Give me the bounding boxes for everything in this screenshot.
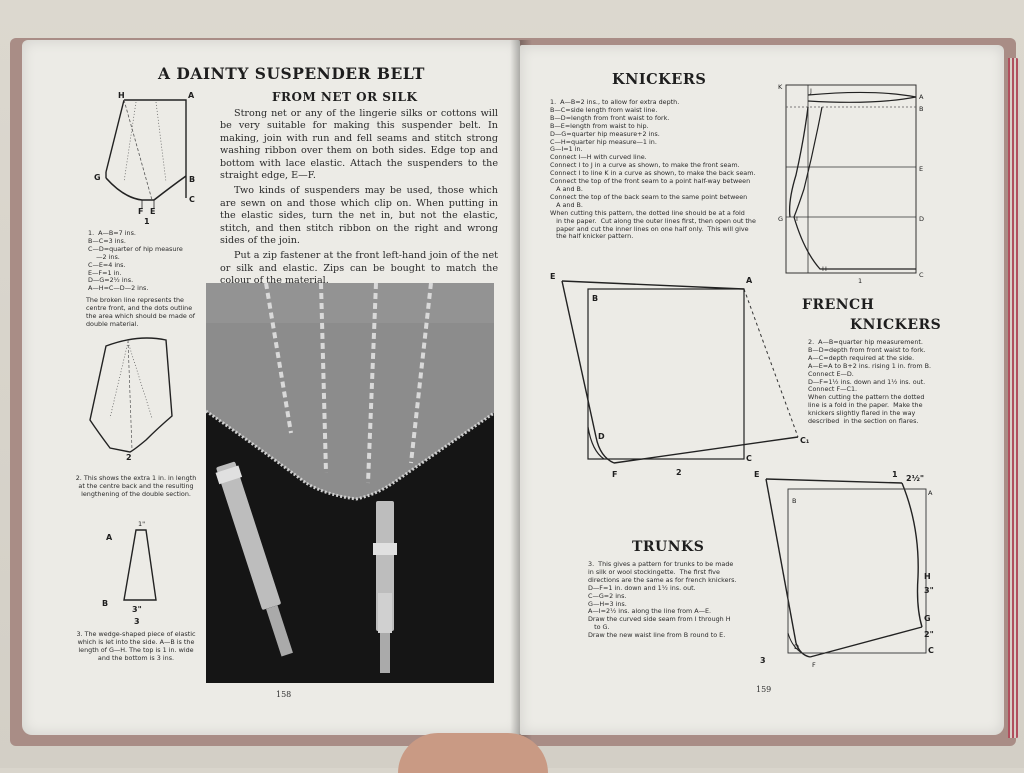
label-c1: C₁ <box>800 436 810 445</box>
label-a: A <box>106 533 113 542</box>
french-knickers-diagram-2: E A B D F C C₁ 2 <box>550 272 810 479</box>
body-text: Strong net or any of the lingerie silks … <box>220 108 498 291</box>
label-k: K <box>778 83 783 91</box>
diagram-number: 1 <box>858 277 862 285</box>
label-b: B <box>592 294 598 303</box>
label-f: F <box>612 470 617 479</box>
diagram-1-note: The broken line represents the centre fr… <box>86 296 195 328</box>
label-d: D <box>919 215 924 223</box>
diagram-number: 3 <box>760 656 766 665</box>
label-d: D <box>598 432 605 441</box>
right-page: KNICKERS 1. A—B=2 ins., to allow for ext… <box>520 45 1004 735</box>
suspender-belt-diagram-1: H A G B C F E 1 <box>94 91 195 226</box>
diagram-1-instructions: 1. A—B=7 ins. B—C=3 ins. C—D=quarter of … <box>88 229 183 293</box>
label-dimension-2: 2" <box>924 630 934 639</box>
paragraph: Strong net or any of the lingerie silks … <box>220 108 498 182</box>
label-a: A <box>746 276 753 285</box>
french-knickers-instructions: 2. A—B=quarter hip measurement. B—D=dept… <box>808 338 932 426</box>
label-b: B <box>102 599 108 608</box>
page-number: 158 <box>276 690 292 699</box>
label-h: H <box>924 572 931 581</box>
diagram-2-caption: 2. This shows the extra 1 in. in length … <box>75 474 197 498</box>
label-a: A <box>919 93 924 101</box>
label-c: C <box>919 271 924 279</box>
paragraph: Two kinds of suspenders may be used, tho… <box>220 185 498 247</box>
label-f: F <box>812 661 816 669</box>
label-top-width: 1" <box>138 520 145 528</box>
label-b: B <box>189 175 195 184</box>
trunks-title: TRUNKS <box>632 539 705 555</box>
label-d: D <box>794 643 799 651</box>
label-h: H <box>118 91 125 100</box>
label-1: 1 <box>892 470 898 479</box>
thumb <box>398 733 548 773</box>
label-b: B <box>792 497 796 505</box>
label-c: C <box>189 195 195 204</box>
knickers-diagram-1: K J A B E G I D H C 1 <box>778 83 924 285</box>
knickers-instructions: 1. A—B=2 ins., to allow for extra depth.… <box>550 98 756 241</box>
label-b: B <box>919 105 923 113</box>
label-dimension-2-half: 2½" <box>906 473 924 483</box>
label-j: J <box>809 87 812 95</box>
label-c: C <box>746 454 752 463</box>
label-c: C <box>928 646 934 655</box>
trunks-instructions: 3. This gives a pattern for trunks to be… <box>588 560 737 640</box>
diagram-number: 1 <box>144 217 150 226</box>
knickers-title: KNICKERS <box>612 71 707 88</box>
diagram-number: 2 <box>126 453 132 462</box>
label-e: E <box>919 165 923 173</box>
french-knickers-title-line2: KNICKERS <box>850 317 942 333</box>
label-g: G <box>778 215 783 223</box>
diagram-3-caption: 3. The wedge-shaped piece of elastic whi… <box>76 630 196 662</box>
paragraph: Put a zip fastener at the front left-han… <box>220 250 498 287</box>
label-a: A <box>188 91 195 100</box>
label-h: H <box>822 265 827 273</box>
label-g: G <box>924 614 931 623</box>
suspender-belt-diagram-2: 2 <box>89 337 173 462</box>
label-e: E <box>754 470 759 479</box>
elastic-wedge-diagram-3: 1" A B 3" 3 <box>102 520 157 626</box>
label-e: E <box>550 272 555 281</box>
diagram-number: 2 <box>676 468 682 477</box>
label-f: F <box>138 207 143 216</box>
trunks-diagram-3: E 1 2½" A B H 3" G 2" C D F 3 <box>754 470 934 669</box>
french-knickers-title-line1: FRENCH <box>802 297 875 313</box>
label-dimension-3: 3" <box>924 586 934 595</box>
label-e: E <box>150 207 155 216</box>
suspender-belt-photo <box>206 283 494 683</box>
label-g: G <box>94 173 101 182</box>
label-bottom-width: 3" <box>132 605 142 614</box>
page-subtitle: FROM NET OR SILK <box>272 90 418 104</box>
page-title: A DAINTY SUSPENDER BELT <box>158 64 425 83</box>
label-a: A <box>928 489 933 497</box>
page-number: 159 <box>756 685 772 694</box>
left-page: A DAINTY SUSPENDER BELT FROM NET OR SILK… <box>22 40 520 735</box>
label-i: I <box>796 215 798 223</box>
diagram-number: 3 <box>134 617 140 626</box>
